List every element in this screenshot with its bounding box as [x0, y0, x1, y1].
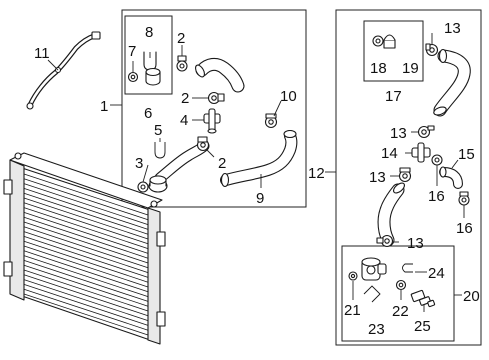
radiator: [3, 152, 166, 345]
group-box-12: [335, 9, 482, 346]
callout-12: 12: [308, 165, 325, 182]
radiator-fin: [23, 264, 149, 307]
part-25-sensor: [410, 289, 436, 308]
part-13-clamp-top: [425, 43, 439, 57]
part-15-hose: [439, 166, 463, 189]
callout-16: 16: [428, 188, 445, 205]
radiator-fin: [23, 207, 149, 249]
callout-16: 16: [456, 220, 473, 237]
callout-13: 13: [390, 125, 407, 142]
part-2-clamp-mid: [207, 91, 225, 105]
part-19-plug: [383, 34, 396, 49]
callout-18: 18: [370, 60, 387, 77]
callout-10: 10: [280, 88, 297, 105]
part-16-clamp-a: [431, 154, 443, 166]
part-11-vent-line: [26, 31, 101, 110]
part-22-washer: [395, 279, 407, 291]
radiator-fin: [23, 231, 149, 273]
radiator-fin: [23, 274, 149, 317]
callout-14: 14: [381, 145, 398, 162]
radiator-fin: [23, 240, 149, 283]
group-box-20: [341, 245, 455, 342]
lower-hose-fitting: [148, 140, 210, 193]
part-18-washer: [372, 35, 384, 47]
part-14-tee: [411, 142, 431, 163]
part-9-long-hose: [220, 129, 298, 188]
callout-13: 13: [407, 235, 424, 252]
callout-25: 25: [414, 318, 431, 335]
callout-23: 23: [368, 321, 385, 338]
callout-11: 11: [34, 45, 50, 62]
radiator-fin: [23, 216, 149, 259]
part-13-clamp-3: [398, 167, 412, 183]
radiator-fin: [23, 173, 149, 216]
part-4-tee-connector: [203, 108, 221, 134]
part-7-washer: [127, 71, 139, 83]
callout-13: 13: [369, 169, 386, 186]
radiator-fin: [23, 212, 149, 254]
callout-2: 2: [177, 30, 185, 47]
callout-6: 6: [144, 105, 152, 122]
radiator-fin: [23, 202, 149, 245]
radiator-fin: [23, 197, 149, 240]
radiator-fins: [23, 173, 149, 336]
radiator-fin: [23, 221, 149, 264]
part-3-washer: [137, 181, 149, 193]
radiator-fin: [23, 288, 149, 331]
callout-8: 8: [145, 24, 153, 41]
part-16-clamp-b: [458, 191, 470, 206]
upper-right-hose: [433, 48, 471, 117]
callout-20: 20: [463, 288, 480, 305]
radiator-fin: [23, 236, 149, 278]
callout-19: 19: [402, 60, 419, 77]
radiator-fin: [23, 269, 149, 312]
part-23-clip: [363, 285, 381, 303]
part-24-clip: [402, 263, 413, 273]
lower-right-hose: [377, 182, 406, 247]
group-box-17: [363, 20, 424, 82]
radiator-fin: [23, 192, 149, 235]
part-2-clamp-lower: [196, 136, 210, 152]
callout-1: 1: [100, 98, 108, 115]
group-box-1: [121, 9, 307, 208]
leader-lines: [47, 33, 465, 312]
part-8-clip-and-fitting: [143, 51, 161, 86]
callout-2: 2: [218, 155, 226, 172]
callout-15: 15: [458, 146, 475, 163]
radiator-fin: [23, 245, 149, 288]
radiator-fin: [23, 255, 149, 297]
radiator-fin: [23, 279, 149, 321]
callout-labels: 1 2 2 2 3 4 5 6 7 8 9 10 11 12 13 13 13 …: [34, 20, 480, 338]
callout-9: 9: [256, 190, 264, 207]
radiator-fin: [23, 260, 149, 302]
callout-21: 21: [344, 302, 361, 319]
part-21-fitting: [348, 257, 387, 281]
radiator-fin: [23, 284, 149, 326]
upper-hose: [195, 57, 245, 93]
radiator-fin: [23, 178, 149, 221]
radiator-fin: [23, 188, 149, 230]
callout-22: 22: [392, 303, 409, 320]
callout-4: 4: [180, 112, 188, 129]
callout-17: 17: [385, 88, 402, 105]
callout-2: 2: [181, 90, 189, 107]
part-13-clamp-bottom: [376, 234, 394, 248]
callout-24: 24: [428, 265, 445, 282]
callout-3: 3: [135, 155, 143, 172]
radiator-fin: [23, 293, 149, 336]
part-13-clamp-2: [417, 125, 435, 139]
callout-5: 5: [154, 122, 162, 139]
part-10-clamp: [264, 113, 278, 129]
part-5-clip: [154, 142, 166, 159]
radiator-fin: [23, 226, 149, 269]
callout-7: 7: [128, 43, 136, 60]
radiator-fin: [23, 250, 149, 293]
part-2-clamp-top: [176, 55, 188, 72]
group-box-6: [124, 15, 173, 95]
callout-13: 13: [444, 20, 461, 37]
radiator-fin: [23, 183, 149, 225]
